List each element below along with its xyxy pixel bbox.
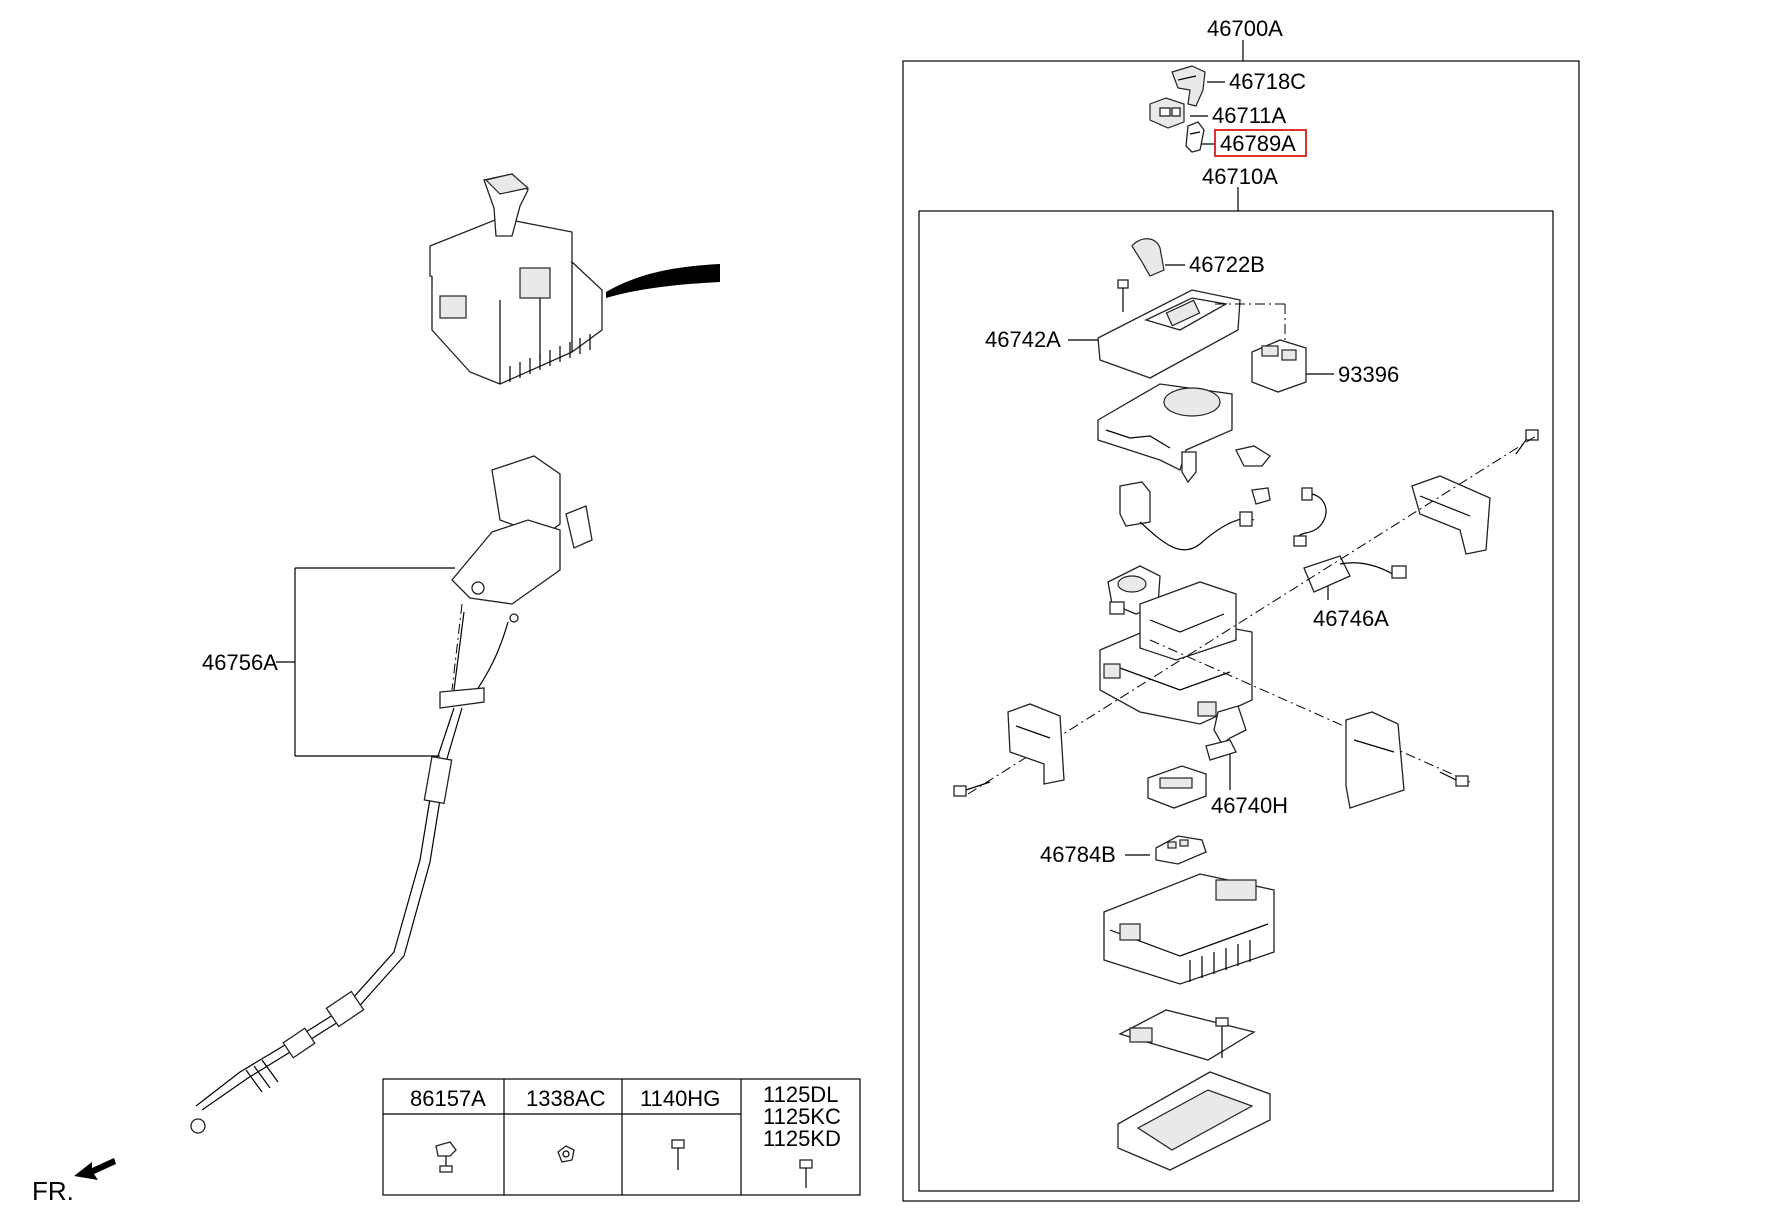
screw-icon <box>1117 279 1129 312</box>
pcb-board-icon <box>1118 1009 1256 1061</box>
bolt-fastener-icon <box>799 1159 813 1188</box>
bottom-tray-icon <box>1117 1071 1271 1171</box>
fastener-label-2[interactable]: 1338AC <box>526 1086 606 1111</box>
switch-icon <box>1251 339 1307 393</box>
upper-housing-icon <box>1097 383 1271 484</box>
lower-housing-icon <box>1103 873 1275 985</box>
knob-cover-icon <box>1171 65 1206 107</box>
highlight-box <box>1214 129 1307 157</box>
fastener-label-4b[interactable]: 1125KC <box>763 1104 841 1129</box>
lever-assy-frame <box>918 210 1554 1192</box>
screw-fastener-icon <box>671 1139 685 1170</box>
label-lever-assy[interactable]: 46710A <box>1202 164 1278 189</box>
label-bulb-holder[interactable]: 46784B <box>1040 842 1116 867</box>
front-marker-label: FR. <box>32 1176 74 1206</box>
lock-unit-icon <box>1205 705 1247 761</box>
label-knob-clip[interactable]: 46789A <box>1220 131 1296 156</box>
bulb-holder-icon <box>1155 835 1207 865</box>
cable-lead-black-icon <box>606 264 720 298</box>
sensor-harness-icon <box>1119 481 1407 593</box>
bolt-left-icon <box>953 781 991 797</box>
label-switch[interactable]: 93396 <box>1338 362 1399 387</box>
shift-lever-assembly-icon <box>429 173 603 385</box>
label-assy-main[interactable]: 46700A <box>1207 16 1283 41</box>
label-boot[interactable]: 46722B <box>1189 252 1265 277</box>
cable-icon <box>190 611 519 1134</box>
boot-icon <box>1131 238 1165 277</box>
bolt-right-top-icon <box>1515 429 1539 455</box>
label-knob-cover[interactable]: 46718C <box>1229 69 1306 94</box>
assy-main-frame <box>902 60 1580 1202</box>
label-lock-unit[interactable]: 46740H <box>1211 793 1288 818</box>
indicator-block-icon <box>1147 765 1207 809</box>
label-indicator-cover[interactable]: 46742A <box>985 327 1061 352</box>
label-cable[interactable]: 46756A <box>202 650 278 675</box>
side-cover-right-icon <box>1411 475 1491 555</box>
bolt-lower-right-icon <box>1439 771 1469 787</box>
side-cover-left-icon <box>1007 703 1065 785</box>
label-knob-a[interactable]: 46711A <box>1212 103 1287 128</box>
cable-bracket-icon <box>451 455 593 605</box>
fastener-label-1[interactable]: 86157A <box>410 1086 486 1111</box>
cable-axis-line <box>451 603 463 691</box>
cable-bracket-line <box>276 567 455 757</box>
fastener-label-4a[interactable]: 1125DL <box>763 1082 838 1107</box>
axis-line-lower <box>1149 639 1471 783</box>
knob-clip-icon <box>1185 121 1205 153</box>
knob-a-icon <box>1149 97 1185 129</box>
label-sensor-harness[interactable]: 46746A <box>1313 606 1389 631</box>
clip-fastener-icon <box>435 1141 457 1173</box>
indicator-cover-icon <box>1097 289 1286 379</box>
front-arrow-icon <box>74 1158 116 1180</box>
side-cover-lower-right-icon <box>1345 711 1405 809</box>
axis-line-main <box>967 435 1537 795</box>
fasteners-table <box>382 1078 861 1196</box>
fastener-label-3[interactable]: 1140HG <box>640 1086 720 1111</box>
nut-fastener-icon <box>557 1145 575 1163</box>
fastener-label-4c[interactable]: 1125KD <box>763 1126 841 1151</box>
